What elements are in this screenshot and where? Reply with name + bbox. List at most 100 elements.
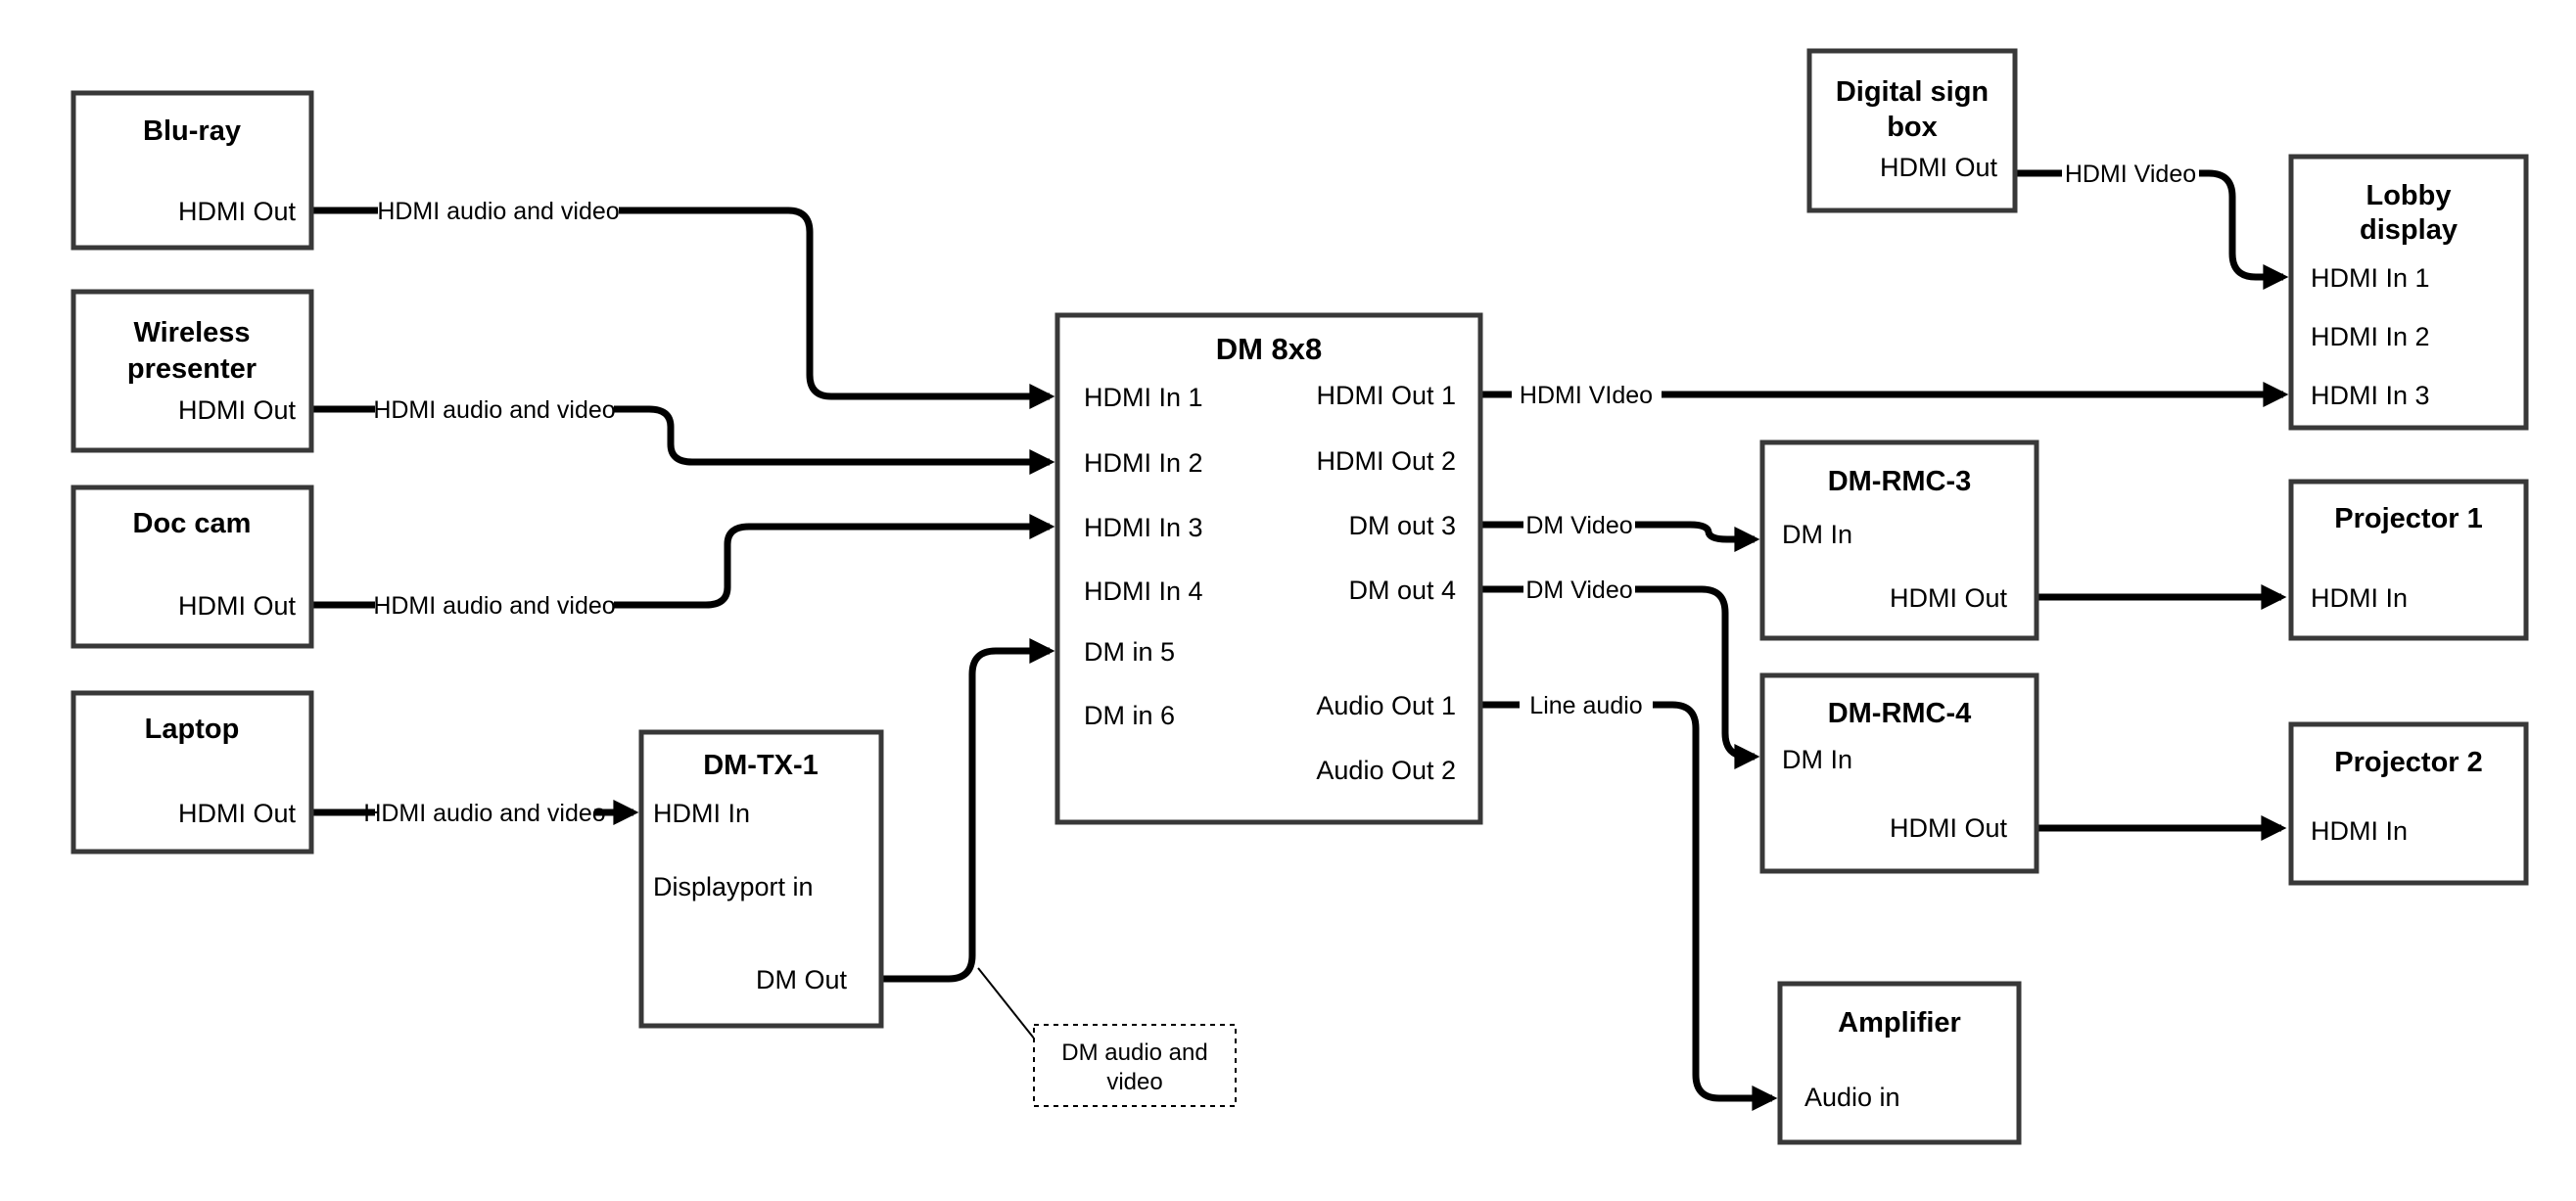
- edge-doccam-to-dm8x8-line: [614, 514, 1055, 609]
- node-wireless-presenter-title-line1: Wireless: [133, 317, 250, 348]
- edge-hdmiout1-to-lobby: HDMI VIdeo: [1480, 382, 2289, 409]
- node-dm-tx-1-box: [638, 729, 884, 1029]
- node-dm-tx-1-title: DM-TX-1: [703, 750, 819, 781]
- node-projector-1: Projector 1 HDMI In: [2288, 479, 2529, 641]
- edge-label-hdmi-audio-video-2: HDMI audio and video: [373, 396, 615, 424]
- port-rmc3-dm-in: DM In: [1782, 520, 1852, 549]
- port-dm8x8-hdmi-in-3: HDMI In 3: [1084, 513, 1203, 542]
- node-dm-rmc-3-title: DM-RMC-3: [1828, 466, 1972, 497]
- node-dm-8x8-box: [1054, 312, 1483, 825]
- node-dm-rmc-3-box: [1759, 439, 2039, 641]
- node-laptop: Laptop HDMI Out: [70, 690, 314, 855]
- port-proj2-hdmi-in: HDMI In: [2311, 816, 2408, 846]
- edge-label-hdmi-audio-video-4: HDMI audio and video: [363, 800, 605, 827]
- edge-label-dm-video-1: DM Video: [1525, 512, 1632, 539]
- node-lobby-display-title-line1: Lobby: [2366, 180, 2452, 211]
- edge-audioout1-to-amp: Line audio: [1480, 692, 1778, 1111]
- node-amplifier-box: [1777, 981, 2022, 1145]
- node-projector-2-box: [2288, 721, 2529, 886]
- edge-dmout3-to-rmc3-line: [1635, 521, 1760, 552]
- node-wireless-presenter-title-line2: presenter: [127, 353, 257, 385]
- port-dm8x8-hdmi-in-2: HDMI In 2: [1084, 448, 1203, 478]
- port-dm8x8-audio-out-2: Audio Out 2: [1316, 756, 1456, 785]
- node-amplifier-title: Amplifier: [1838, 1007, 1961, 1039]
- edge-label-hdmi-audio-video-1: HDMI audio and video: [377, 198, 619, 225]
- edge-dmtx1-to-dm8x8-line: [881, 638, 1055, 983]
- port-lobby-hdmi-in-2: HDMI In 2: [2311, 322, 2430, 351]
- port-dm8x8-audio-out-1: Audio Out 1: [1316, 691, 1456, 720]
- port-dmtx1-hdmi-in: HDMI In: [653, 799, 750, 828]
- edge-label-hdmi-video: HDMI Video: [2065, 161, 2196, 188]
- edge-label-line-audio: Line audio: [1529, 692, 1642, 719]
- port-laptop-hdmi-out: HDMI Out: [178, 799, 297, 828]
- node-bluray: Blu-ray HDMI Out: [70, 90, 314, 251]
- node-lobby-display: Lobby display HDMI In 1 HDMI In 2 HDMI I…: [2288, 154, 2529, 431]
- edge-bluray-to-dm8x8-line: [619, 207, 1055, 409]
- edge-dmout4-to-rmc4: DM Video: [1480, 577, 1760, 769]
- port-dm8x8-hdmi-in-1: HDMI In 1: [1084, 383, 1203, 412]
- port-dmtx1-displayport-in: Displayport in: [653, 872, 814, 901]
- node-projector-1-box: [2288, 479, 2529, 641]
- node-digital-sign-box: Digital sign box HDMI Out: [1806, 48, 2018, 213]
- port-dm8x8-hdmi-out-1: HDMI Out 1: [1316, 381, 1456, 410]
- edge-digitalsign-to-lobby-line: [2199, 169, 2289, 290]
- node-laptop-box: [70, 690, 314, 855]
- node-bluray-box: [70, 90, 314, 251]
- node-digital-sign-title-line2: box: [1887, 112, 1938, 143]
- edge-label-hdmi-audio-video-3: HDMI audio and video: [373, 592, 615, 620]
- node-bluray-title: Blu-ray: [143, 115, 241, 147]
- edge-audioout1-to-amp-line: [1653, 701, 1778, 1111]
- node-digital-sign-box-box: [1806, 48, 2018, 213]
- port-rmc4-dm-in: DM In: [1782, 745, 1852, 774]
- port-dm8x8-hdmi-out-2: HDMI Out 2: [1316, 446, 1456, 476]
- node-dm-rmc-4: DM-RMC-4 DM In HDMI Out: [1759, 672, 2039, 874]
- node-dm-rmc-4-title: DM-RMC-4: [1828, 698, 1972, 729]
- node-digital-sign-title-line1: Digital sign: [1836, 76, 1989, 108]
- edge-digitalsign-to-lobby: HDMI Video: [2015, 161, 2289, 290]
- port-amp-audio-in: Audio in: [1804, 1083, 1900, 1112]
- port-lobby-hdmi-in-3: HDMI In 3: [2311, 381, 2430, 410]
- node-lobby-display-box: [2288, 154, 2529, 431]
- note-dm-audio-and-video: DM audio and video: [1033, 1024, 1237, 1107]
- node-doc-cam-box: [70, 485, 314, 649]
- edge-dmout3-to-rmc3: DM Video: [1480, 512, 1760, 552]
- edge-label-hdmi-video-typo: HDMI VIdeo: [1520, 382, 1653, 409]
- node-wireless-presenter-box: [70, 289, 314, 453]
- port-doccam-hdmi-out: HDMI Out: [178, 591, 297, 621]
- node-projector-1-title: Projector 1: [2334, 503, 2483, 534]
- port-bluray-hdmi-out: HDMI Out: [178, 197, 297, 226]
- edge-dmout4-to-rmc4-line: [1635, 585, 1760, 769]
- port-wireless-hdmi-out: HDMI Out: [178, 395, 297, 425]
- node-doc-cam-title: Doc cam: [133, 508, 252, 539]
- port-digitalsign-hdmi-out: HDMI Out: [1880, 153, 1998, 182]
- node-dm-8x8-title: DM 8x8: [1216, 332, 1323, 366]
- port-dm8x8-dm-out-3: DM out 3: [1348, 511, 1456, 540]
- port-dm8x8-dm-in-5: DM in 5: [1084, 637, 1175, 667]
- edge-wireless-to-dm8x8: HDMI audio and video: [311, 396, 1055, 475]
- note-dm-audio-and-video-line2: video: [1106, 1069, 1162, 1095]
- edge-dmtx1-to-dm8x8: [881, 638, 1055, 1040]
- note-dm-audio-and-video-box: [1033, 1024, 1237, 1107]
- edge-laptop-to-dmtx1: HDMI audio and video: [311, 800, 639, 827]
- port-dmtx1-dm-out: DM Out: [756, 965, 848, 994]
- edge-label-dm-video-2: DM Video: [1525, 577, 1632, 604]
- node-dm-rmc-4-box: [1759, 672, 2039, 874]
- node-projector-2-title: Projector 2: [2334, 747, 2483, 778]
- node-dm-8x8: DM 8x8 HDMI In 1 HDMI In 2 HDMI In 3 HDM…: [1054, 312, 1483, 825]
- node-laptop-title: Laptop: [145, 714, 240, 745]
- node-wireless-presenter: Wireless presenter HDMI Out: [70, 289, 314, 453]
- node-amplifier: Amplifier Audio in: [1777, 981, 2022, 1145]
- port-rmc4-hdmi-out: HDMI Out: [1890, 813, 2008, 843]
- node-dm-rmc-3: DM-RMC-3 DM In HDMI Out: [1759, 439, 2039, 641]
- port-rmc3-hdmi-out: HDMI Out: [1890, 583, 2008, 613]
- port-dm8x8-dm-out-4: DM out 4: [1348, 576, 1456, 605]
- port-dm8x8-hdmi-in-4: HDMI In 4: [1084, 577, 1203, 606]
- port-proj1-hdmi-in: HDMI In: [2311, 583, 2408, 613]
- node-projector-2: Projector 2 HDMI In: [2288, 721, 2529, 886]
- edge-wireless-to-dm8x8-line: [614, 405, 1055, 475]
- node-doc-cam: Doc cam HDMI Out: [70, 485, 314, 649]
- port-dm8x8-dm-in-6: DM in 6: [1084, 701, 1175, 730]
- node-lobby-display-title-line2: display: [2360, 214, 2458, 246]
